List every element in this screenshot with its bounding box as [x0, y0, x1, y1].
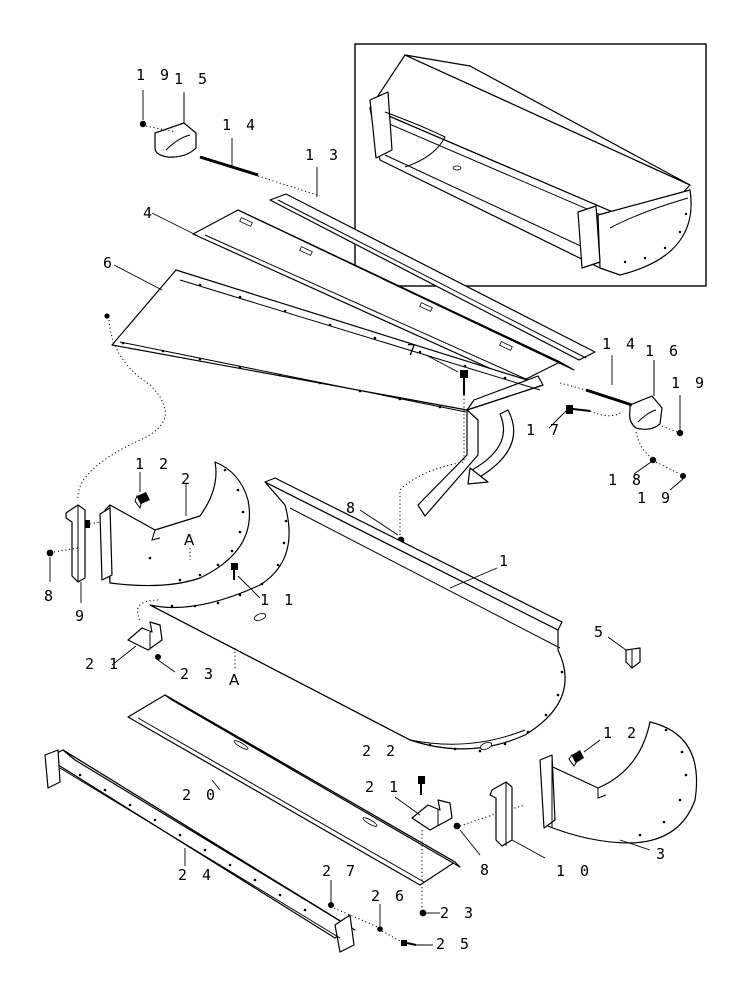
strip-13 — [269, 193, 596, 361]
rotation-arrow — [467, 409, 515, 485]
callout-24: 2 4 — [178, 866, 214, 884]
callout-8-left: 8 — [44, 587, 56, 605]
callout-9: 9 — [75, 607, 87, 625]
callout-21-right: 2 1 — [365, 778, 401, 796]
callout-11: 1 1 — [260, 591, 296, 609]
nut-27 — [328, 902, 334, 908]
bolt-11 — [231, 563, 238, 580]
callout-20: 2 0 — [182, 786, 218, 804]
clip-5 — [625, 647, 641, 669]
assembled-view-inset — [354, 43, 707, 287]
callout-3: 3 — [656, 845, 668, 863]
channel-20 — [127, 694, 461, 886]
end-plate-2 — [99, 461, 250, 587]
callout-14-top: 1 4 — [222, 116, 258, 134]
callout-10: 1 0 — [556, 862, 592, 880]
nut-18 — [649, 456, 657, 464]
rod-14-top — [199, 155, 259, 177]
callout-labels: 1 9 1 5 1 4 1 3 4 6 7 1 4 1 6 1 9 1 7 1 … — [44, 66, 707, 953]
callout-8-center: 8 — [346, 499, 358, 517]
nut-8-right — [453, 822, 461, 830]
panel-6 — [111, 269, 544, 517]
nut-8-left — [46, 549, 54, 557]
channel-4 — [192, 209, 575, 383]
nut-12-left — [134, 492, 150, 510]
callout-14-right: 1 4 — [602, 335, 638, 353]
nut-23-left — [155, 654, 161, 660]
bolt-22 — [418, 776, 425, 795]
reference-mark-a-top: A — [184, 531, 195, 549]
callout-12-left: 1 2 — [135, 455, 171, 473]
nut-12-right — [568, 750, 584, 767]
leader-lines — [49, 90, 613, 926]
nut-19-lower — [680, 473, 686, 479]
callout-19-lower: 1 9 — [637, 489, 673, 507]
callout-17: 1 7 — [526, 421, 562, 439]
nut-19-right — [676, 429, 684, 437]
end-plate-3 — [539, 721, 698, 851]
callout-16: 1 6 — [645, 342, 681, 360]
callout-19-top: 1 9 — [136, 66, 172, 84]
callout-18: 1 8 — [608, 471, 644, 489]
rod-14-right — [585, 388, 633, 407]
callout-7: 7 — [407, 341, 419, 359]
clip-21-right — [411, 799, 453, 831]
bolt-7 — [460, 370, 468, 395]
washer-26 — [377, 926, 383, 932]
callout-13: 1 3 — [305, 146, 341, 164]
callout-23-right: 2 3 — [440, 904, 476, 922]
bolt-17 — [566, 405, 591, 414]
bracket-10 — [489, 781, 546, 859]
callout-26: 2 6 — [371, 887, 407, 905]
bracket-15 — [154, 96, 197, 158]
callout-12-right: 1 2 — [603, 724, 639, 742]
callout-23-left: 2 3 — [180, 665, 216, 683]
callout-6: 6 — [103, 254, 115, 272]
panel-1 — [149, 477, 566, 753]
nut-19-top — [139, 120, 147, 128]
callout-5: 5 — [594, 623, 606, 641]
callout-1: 1 — [499, 552, 511, 570]
nut-23-right — [419, 909, 427, 917]
callout-2: 2 — [181, 470, 193, 488]
callout-15: 1 5 — [174, 70, 210, 88]
bolt-25 — [401, 940, 417, 946]
callout-21-left: 2 1 — [85, 655, 121, 673]
bracket-16 — [629, 360, 663, 430]
callout-22: 2 2 — [362, 742, 398, 760]
bracket-9 — [65, 504, 86, 583]
callout-27: 2 7 — [322, 862, 358, 880]
callout-8-right: 8 — [480, 861, 492, 879]
callout-25: 2 5 — [436, 935, 472, 953]
rail-24 — [44, 749, 356, 953]
callout-4: 4 — [143, 204, 155, 222]
reference-mark-a-bottom: A — [229, 671, 240, 689]
clip-21-left — [127, 621, 163, 651]
callout-19-right: 1 9 — [671, 374, 707, 392]
